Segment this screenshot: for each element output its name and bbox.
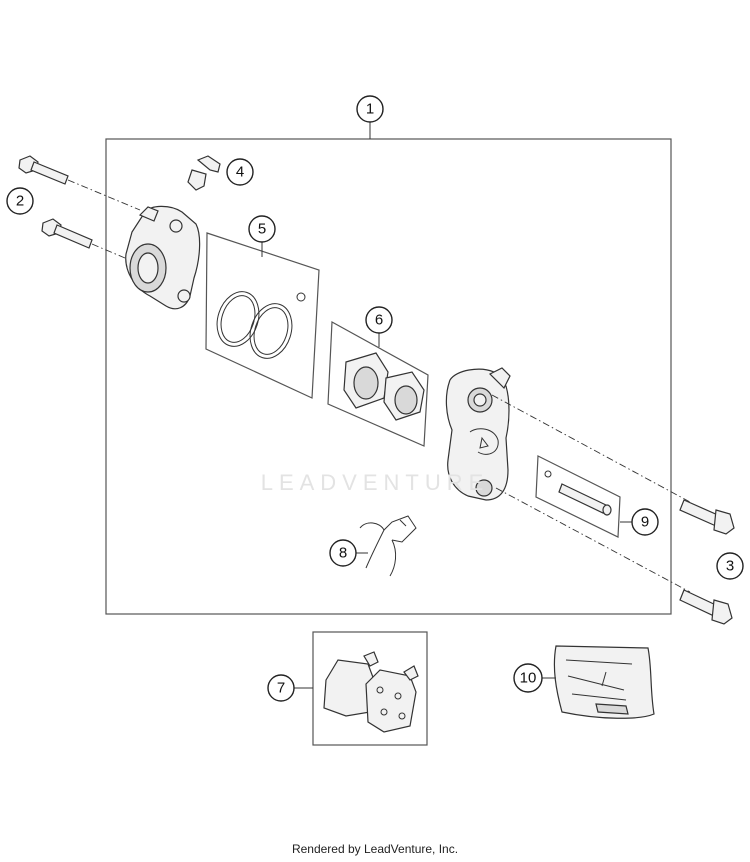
seal-rings	[216, 291, 306, 359]
callout-8: 8	[329, 539, 357, 567]
caliper-half-left	[125, 205, 201, 310]
pistons	[343, 352, 425, 421]
bleeder-screw	[187, 155, 221, 191]
svg-text:10: 10	[520, 670, 537, 687]
svg-text:6: 6	[375, 312, 383, 329]
guide-pin-box	[535, 455, 621, 538]
svg-text:8: 8	[339, 545, 347, 562]
guide-pin	[544, 470, 612, 516]
bolt-lower-left	[41, 218, 93, 249]
svg-text:7: 7	[277, 680, 285, 697]
svg-text:1: 1	[366, 101, 374, 118]
svg-text:2: 2	[16, 193, 24, 210]
footer-credit: Rendered by LeadVenture, Inc.	[291, 842, 459, 856]
callout-6: 6	[365, 306, 393, 334]
brake-pads	[323, 651, 419, 733]
seal-kit-box	[205, 232, 320, 399]
callout-5: 5	[248, 215, 276, 243]
bolt-lower-right	[679, 589, 733, 625]
callout-7: 7	[267, 674, 295, 702]
repair-kit-package	[553, 645, 655, 719]
caliper-half-right	[445, 367, 511, 501]
assembly-frame	[105, 138, 672, 615]
callout-2: 2	[6, 187, 34, 215]
pad-spring	[359, 515, 417, 577]
svg-text:5: 5	[258, 221, 266, 238]
callout-10: 10	[513, 663, 543, 693]
svg-text:3: 3	[726, 558, 734, 575]
bolt-upper-left	[18, 155, 69, 185]
callout-1: 1	[356, 95, 384, 123]
svg-text:4: 4	[236, 164, 244, 181]
callout-4: 4	[226, 158, 254, 186]
callout-9: 9	[631, 508, 659, 536]
callout-3: 3	[716, 552, 744, 580]
piston-kit-box	[327, 321, 429, 447]
svg-text:9: 9	[641, 514, 649, 531]
bolt-upper-right	[679, 499, 735, 535]
